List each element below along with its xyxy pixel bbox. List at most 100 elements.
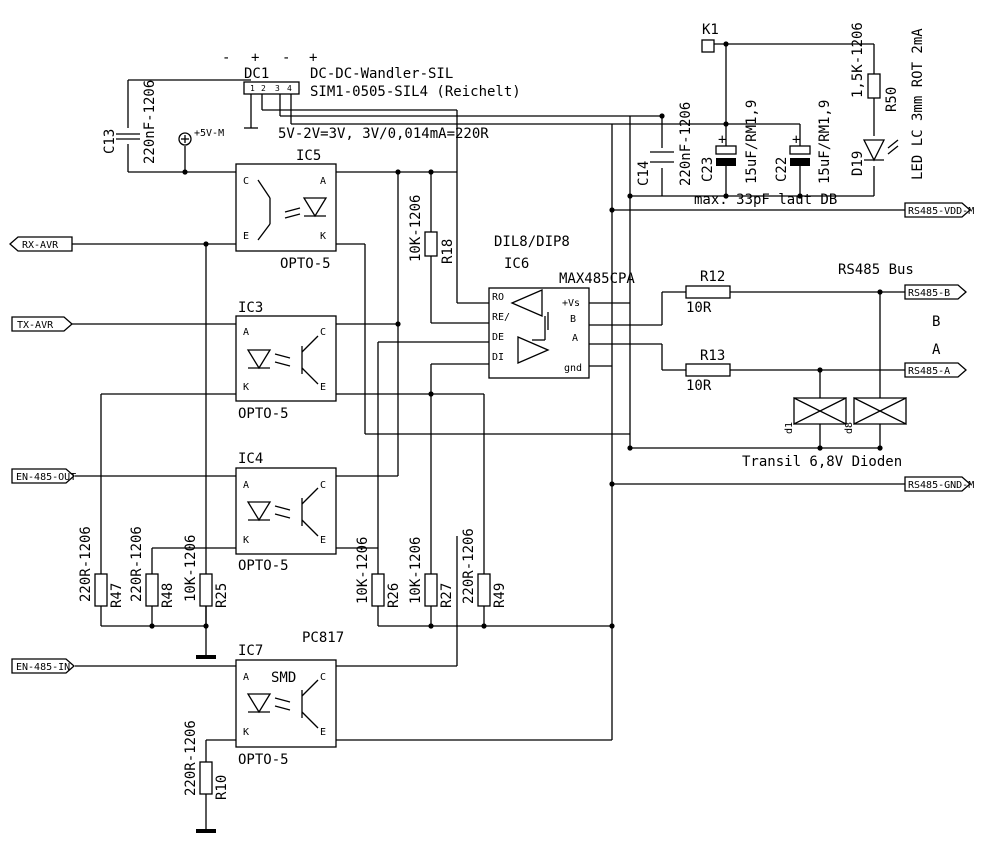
svg-text:K: K [243,727,249,738]
ic5-type: OPTO-5 [280,256,331,272]
c13-value: 220nF-1206 [142,80,158,164]
dc1-order: SIM1-0505-SIL4 (Reichelt) [310,84,521,100]
svg-text:RX-AVR: RX-AVR [22,240,59,251]
svg-text:10R: 10R [686,300,712,316]
ic7-part: PC817 [302,630,344,646]
svg-text:R18: R18 [440,239,456,264]
dc1-pol-1: - [222,50,230,66]
resistor-r48: 220R-1206 R48 [129,526,176,608]
svg-text:E: E [243,231,249,242]
svg-text:220R-1206: 220R-1206 [129,526,145,602]
resistor-r50: 1,5K-1206 R50 [850,22,900,112]
svg-text:C: C [320,480,326,491]
capacitor-c13: C13 220nF-1206 [102,80,158,164]
svg-text:R49: R49 [492,583,508,608]
svg-text:10K-1206: 10K-1206 [408,537,424,604]
resistor-r12: R12 10R [685,269,731,316]
svg-text:R50: R50 [884,87,900,112]
svg-text:+Vs: +Vs [562,298,580,309]
cap-note: max. 33pF laut DB [694,192,837,208]
calc-note: 5V-2V=3V, 3V/0,014mA=220R [278,126,489,142]
dc1-desc: DC-DC-Wandler-SIL [310,66,453,82]
svg-text:RS485-VDD-M: RS485-VDD-M [908,206,974,217]
dc1-pol-2: + [251,50,259,66]
dc1-ref: DC1 [244,66,269,82]
resistor-r18: 10K-1206 R18 [408,195,456,264]
svg-text:R48: R48 [160,583,176,608]
svg-text:R26: R26 [386,583,402,608]
svg-text:220R-1206: 220R-1206 [78,526,94,602]
capacitor-c14: C14 220nF-1206 [636,102,694,186]
svg-text:DI: DI [492,352,504,363]
optocoupler-ic5: IC5 OPTO-5 C E A K [235,148,337,272]
ic3-type: OPTO-5 [238,406,289,422]
svg-text:R47: R47 [109,583,125,608]
dc1-pin-2: 2 [261,84,266,93]
c13-ref: C13 [102,129,118,154]
transil-d1: d1 [784,396,847,434]
optocoupler-ic4: IC4 OPTO-5 A K C E [235,451,337,574]
vcc-symbol: +5V-M [178,128,224,146]
svg-text:15uF/RM1,9: 15uF/RM1,9 [817,100,833,184]
svg-text:K: K [243,535,249,546]
bus-title: RS485 Bus [838,262,914,278]
resistor-r49: 220R-1206 R49 [461,528,508,608]
svg-text:C: C [320,327,326,338]
svg-text:E: E [320,727,326,738]
resistor-r13: R13 10R [685,348,731,394]
dc1-pin-3: 3 [275,84,280,93]
svg-text:A: A [243,327,249,338]
ic7-pkg: SMD [271,670,296,686]
svg-text:C14: C14 [636,161,652,186]
svg-text:TX-AVR: TX-AVR [17,320,54,331]
resistor-r10: 220R-1206 R10 [183,720,230,800]
svg-text:RO: RO [492,292,504,303]
svg-text:EN-485-OUT: EN-485-OUT [16,472,76,483]
svg-text:1,5K-1206: 1,5K-1206 [850,22,866,98]
svg-text:A: A [243,672,249,683]
capacitor-c23: + C23 15uF/RM1,9 [700,100,760,184]
ground-symbols [196,655,216,833]
svg-text:K1: K1 [702,22,719,38]
ic4-ref: IC4 [238,451,263,467]
port-rs485-vdd: RS485-VDD-M [904,202,974,218]
svg-text:+: + [792,132,800,148]
svg-text:+: + [718,132,726,148]
resistor-r47: 220R-1206 R47 [78,526,125,608]
svg-text:C23: C23 [700,157,716,182]
ic3-ref: IC3 [238,300,263,316]
ic7-type: OPTO-5 [238,752,289,768]
svg-text:E: E [320,535,326,546]
optocoupler-ic3: IC3 OPTO-5 A K C E [235,300,337,422]
port-rs485-gnd: RS485-GND-M [904,476,974,492]
ic4-type: OPTO-5 [238,558,289,574]
vcc-label: +5V-M [194,128,224,139]
svg-text:R25: R25 [214,583,230,608]
svg-text:D19: D19 [850,151,866,176]
svg-text:RS485-GND-M: RS485-GND-M [908,480,974,491]
led-d19: D19 LED LC 3mm ROT 2mA [850,28,926,180]
svg-text:C: C [320,672,326,683]
svg-text:LED LC 3mm ROT 2mA: LED LC 3mm ROT 2mA [910,28,926,180]
svg-text:10K-1206: 10K-1206 [408,195,424,262]
svg-text:R27: R27 [439,583,455,608]
dc1-pin-1: 1 [250,84,255,93]
svg-text:K: K [243,382,249,393]
svg-text:RS485-B: RS485-B [908,288,950,299]
bus-b-label: B [932,314,940,330]
resistor-r25: 10K-1206 R25 [183,535,230,608]
transil-label: Transil 6,8V Dioden [742,454,902,470]
resistor-r26: 10K-1206 R26 [355,537,402,608]
svg-text:R10: R10 [214,775,230,800]
ic6-pkg: DIL8/DIP8 [494,234,570,250]
svg-text:EN-485-IN: EN-485-IN [16,662,70,673]
port-rx-avr: RX-AVR [9,236,73,252]
svg-text:R12: R12 [700,269,725,285]
transil-d8: d8 [844,396,907,434]
bus-a-label: A [932,342,941,358]
ic7-ref: IC7 [238,643,263,659]
svg-text:d1: d1 [784,422,795,434]
svg-text:R13: R13 [700,348,725,364]
svg-text:RE/: RE/ [492,312,510,323]
